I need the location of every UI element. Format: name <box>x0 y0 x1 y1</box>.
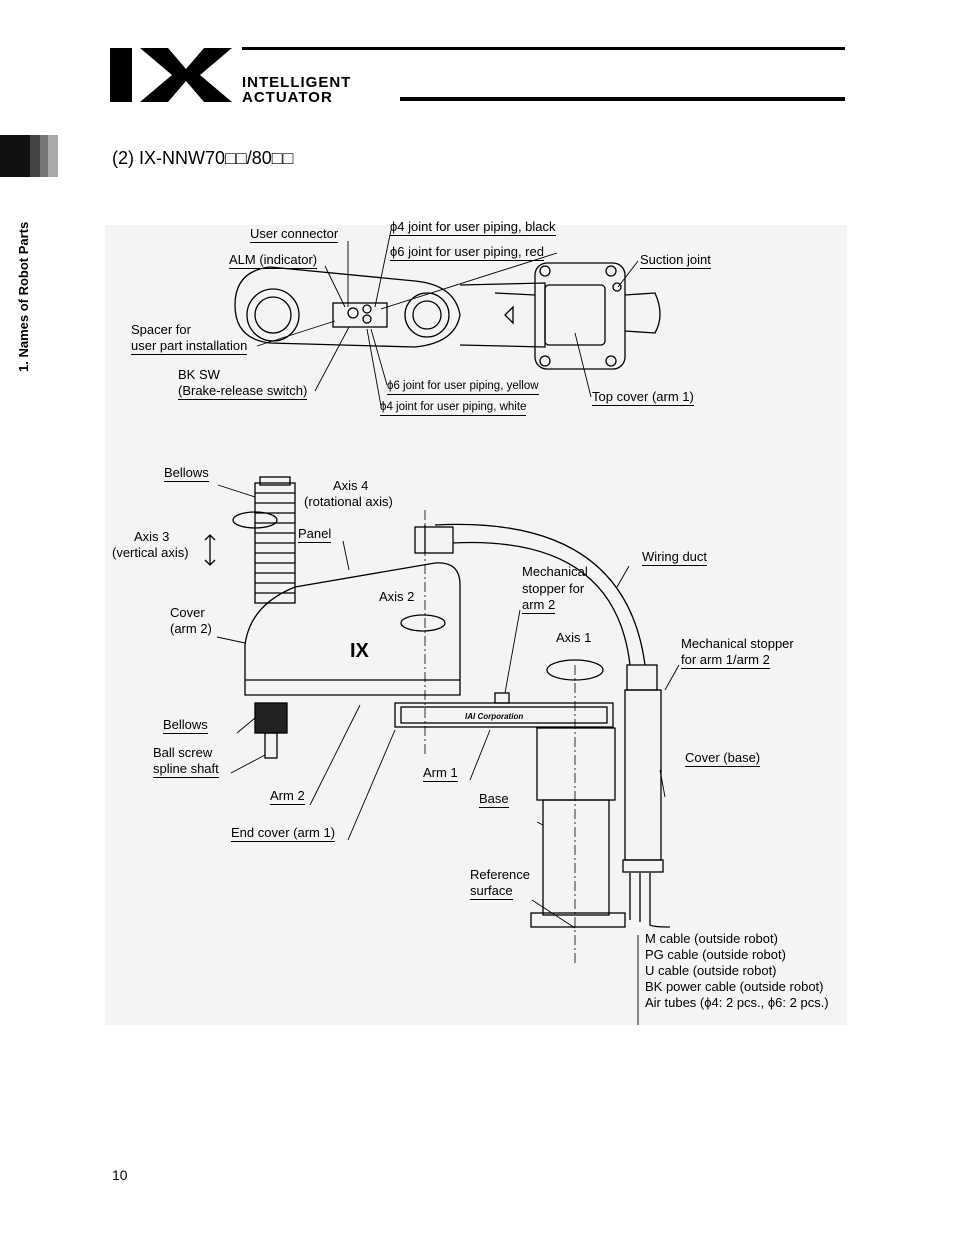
label-base: Base <box>479 791 509 808</box>
label-mech-stopper-arm2-1: Mechanical <box>522 564 588 579</box>
cable-item: PG cable (outside robot) <box>645 947 786 962</box>
label-bellows-bottom: Bellows <box>163 717 208 734</box>
label-arm1: Arm 1 <box>423 765 458 782</box>
robot-drawing: IAI Corporation IX <box>105 225 847 1025</box>
label-top-cover: Top cover (arm 1) <box>592 389 694 406</box>
label-axis1: Axis 1 <box>556 630 592 645</box>
label-user-connector: User connector <box>250 226 339 243</box>
logo-letter-x <box>140 48 232 102</box>
label-axis4-1: Axis 4 <box>333 478 369 493</box>
label-cover-base: Cover (base) <box>685 750 761 767</box>
label-alm: ALM (indicator) <box>229 252 318 269</box>
leader-lines <box>216 229 680 1025</box>
label-joint-red: ϕ6 joint for user piping, red <box>390 244 544 261</box>
label-cover-arm2-1: Cover <box>170 605 205 620</box>
label-panel: Panel <box>298 526 332 543</box>
label-joint-yellow: ϕ6 joint for user piping, yellow <box>387 378 539 395</box>
label-ref-surface-2: surface <box>470 883 513 900</box>
logo-line-2: ACTUATOR <box>242 89 333 106</box>
chapter-tab <box>0 135 58 177</box>
label-ball-screw-1: Ball screw <box>153 745 213 760</box>
chapter-label: 1. Names of Robot Parts <box>16 221 31 372</box>
label-axis2: Axis 2 <box>379 589 415 604</box>
cable-list: M cable (outside robot) PG cable (outsid… <box>645 931 829 1011</box>
page-number: 10 <box>112 1167 128 1183</box>
logo-line-1: INTELLIGENT <box>242 74 352 91</box>
label-bellows-top: Bellows <box>164 465 209 482</box>
side-view <box>204 476 671 965</box>
label-ball-screw-2: spline shaft <box>153 761 219 778</box>
label-axis3-2: (vertical axis) <box>112 545 189 560</box>
cable-item: U cable (outside robot) <box>645 963 777 978</box>
label-joint-white: ϕ4 joint for user piping, white <box>380 399 527 416</box>
label-ref-surface-1: Reference <box>470 867 530 882</box>
label-end-cover: End cover (arm 1) <box>231 825 336 842</box>
label-axis3-1: Axis 3 <box>134 529 170 544</box>
label-arm2: Arm 2 <box>270 788 305 805</box>
cable-item: BK power cable (outside robot) <box>645 979 824 994</box>
label-axis4-2: (rotational axis) <box>304 494 393 509</box>
label-mech-stopper-arm2-2: stopper for <box>522 581 585 596</box>
label-mech-stopper-arm12-1: Mechanical stopper <box>681 636 794 651</box>
label-cover-arm2-2: (arm 2) <box>170 621 212 636</box>
label-suction-joint: Suction joint <box>640 252 711 269</box>
logo-letter-i <box>110 48 132 102</box>
robot-logo: IX <box>350 640 370 662</box>
header-rule-top <box>242 47 845 50</box>
label-spacer-1: Spacer for <box>131 322 191 337</box>
label-mech-stopper-arm12-2: for arm 1/arm 2 <box>681 652 770 669</box>
logo-wordmark: INTELLIGENT ACTUATOR <box>242 75 351 105</box>
cable-item: M cable (outside robot) <box>645 931 778 946</box>
logo-and-rules <box>110 47 845 102</box>
label-spacer-2: user part installation <box>131 338 248 355</box>
label-wiring-duct: Wiring duct <box>642 549 708 566</box>
label-bk-sw-1: BK SW <box>178 367 220 382</box>
label-bk-sw-2: (Brake-release switch) <box>178 383 308 400</box>
label-joint-black: ϕ4 joint for user piping, black <box>390 219 556 236</box>
section-title: (2) IX-NNW70□□/80□□ <box>112 148 294 168</box>
arm-brand: IAI Corporation <box>465 712 523 721</box>
header-rule-bottom <box>400 97 845 101</box>
cable-item: Air tubes (ϕ4: 2 pcs., ϕ6: 2 pcs.) <box>645 995 829 1010</box>
label-mech-stopper-arm2-3: arm 2 <box>522 597 556 614</box>
